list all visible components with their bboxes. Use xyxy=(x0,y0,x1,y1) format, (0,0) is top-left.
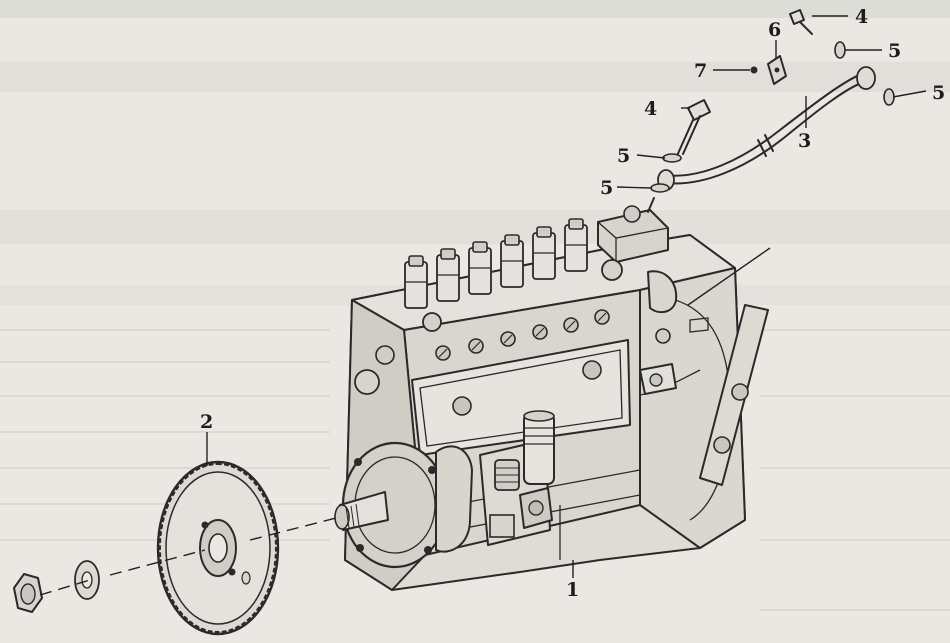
delivery-valve-holders xyxy=(404,224,588,309)
governor-lever xyxy=(639,270,769,486)
overflow-fitting-block xyxy=(422,205,669,332)
leader-lines xyxy=(206,15,927,578)
drive-gear xyxy=(156,460,280,636)
gear-teeth xyxy=(159,463,277,633)
callout-labels: 1 2 3 4 4 5 5 5 5 6 7 xyxy=(200,6,945,601)
callout-5-far-right: 5 xyxy=(932,82,945,104)
assembly-axis-line xyxy=(39,516,341,596)
callout-5-middle: 5 xyxy=(617,145,630,167)
callout-6: 6 xyxy=(768,19,781,41)
overflow-pipe-assembly xyxy=(647,9,895,213)
holder-hex-lines xyxy=(405,244,587,283)
callout-2: 2 xyxy=(200,411,213,433)
callout-5-lower: 5 xyxy=(600,177,613,199)
drive-flange xyxy=(334,441,473,569)
delivery-valve-caps xyxy=(408,218,584,267)
gear-nut xyxy=(13,573,43,613)
callout-1: 1 xyxy=(566,579,579,601)
callout-4-lower: 4 xyxy=(644,98,657,120)
feed-pump xyxy=(479,410,555,546)
callout-4-top: 4 xyxy=(855,6,868,28)
callout-5-upper-right: 5 xyxy=(888,40,901,62)
lock-washer xyxy=(74,560,100,600)
callout-3: 3 xyxy=(798,130,811,152)
callout-7: 7 xyxy=(694,60,707,82)
